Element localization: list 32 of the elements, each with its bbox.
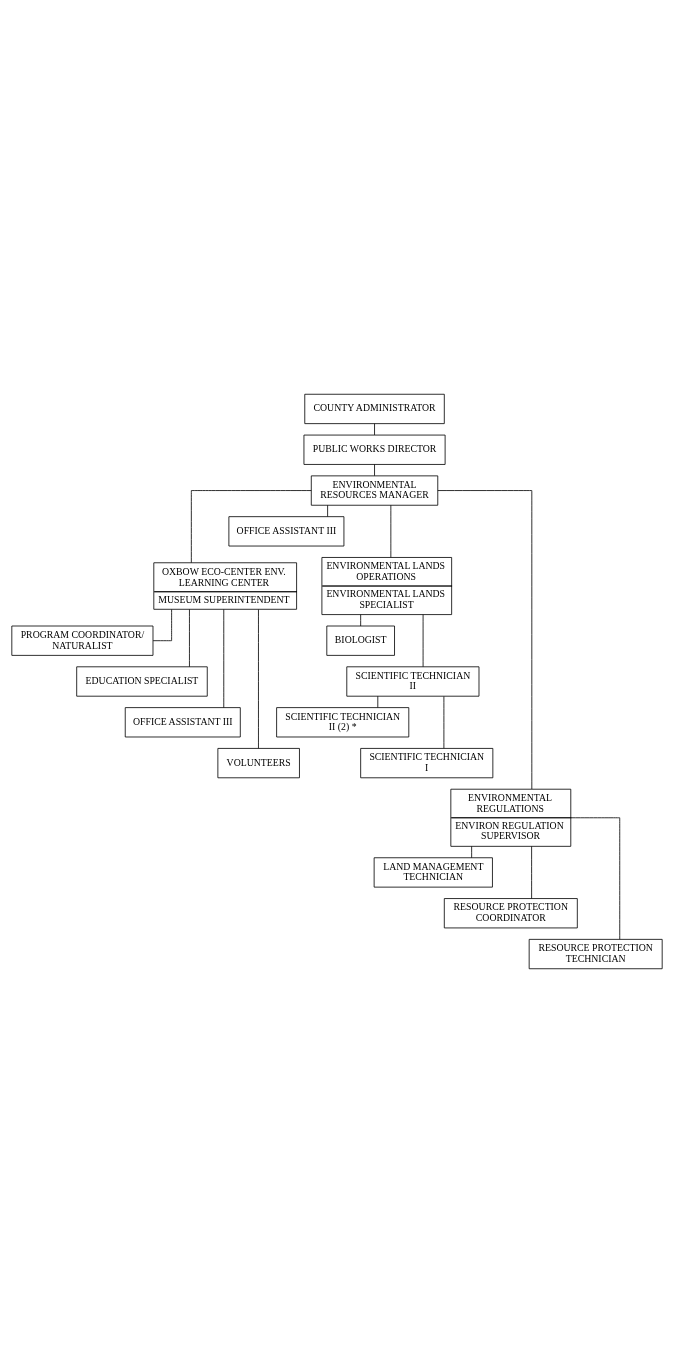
connector: [377, 695, 379, 708]
connector: [443, 695, 445, 749]
connector: [152, 608, 173, 641]
connector: [422, 613, 424, 667]
connector: [190, 489, 312, 563]
node-box: BIOLOGIST: [326, 625, 395, 656]
connector: [258, 608, 259, 749]
node-box: PUBLIC WORKS DIRECTOR: [303, 434, 446, 465]
node-box: LAND MANAGEMENT TECHNICIAN: [373, 856, 493, 888]
node-box: SCIENTIFIC TECHNICIAN II (2) *: [276, 706, 410, 737]
connector: [531, 845, 533, 899]
node-box: SCIENTIFIC TECHNICIAN I: [360, 747, 494, 778]
connector: [223, 608, 225, 708]
node-box: OFFICE ASSISTANT III: [228, 515, 345, 546]
connector: [390, 504, 392, 558]
node-box: OFFICE ASSISTANT III: [124, 706, 241, 737]
node-box: SCIENTIFIC TECHNICIAN II: [346, 665, 480, 697]
connector: [374, 463, 375, 476]
node-box: EDUCATION SPECIALIST: [76, 665, 208, 697]
connector: [360, 613, 362, 626]
node-box: VOLUNTEERS: [217, 747, 300, 778]
connector: [374, 422, 375, 435]
node-box: RESOURCE PROTECTION COORDINATOR: [443, 897, 578, 928]
node-box: RESOURCE PROTECTION TECHNICIAN: [528, 938, 663, 969]
node-box: ENVIRONMENTAL RESOURCES MANAGER: [310, 474, 439, 506]
connector: [327, 504, 329, 517]
connector: [437, 489, 533, 789]
connector: [189, 608, 190, 667]
node-box: PROGRAM COORDINATOR/ NATURALIST: [11, 625, 154, 656]
node-box: COUNTY ADMINISTRATOR: [304, 393, 445, 424]
connector: [570, 816, 621, 940]
connector: [471, 845, 473, 858]
